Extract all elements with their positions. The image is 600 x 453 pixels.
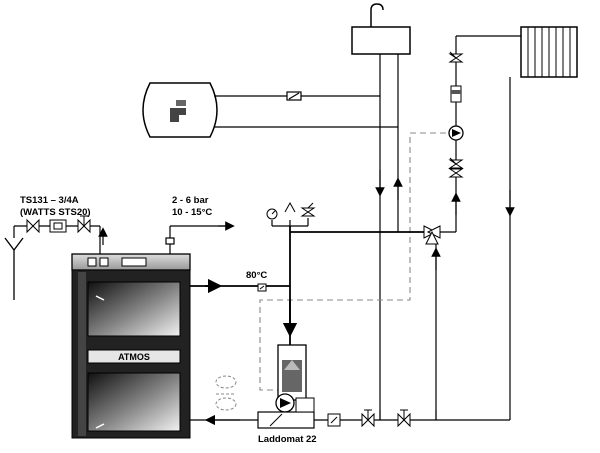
radiator-valve-top — [448, 51, 464, 63]
laddomat-unit — [257, 344, 315, 429]
tank-connection-pipes — [214, 91, 398, 128]
thermal-valve-2 — [77, 215, 91, 234]
cold-water-inlet — [165, 221, 235, 254]
valve-model-alt-label: (WATTS STS20) — [20, 207, 91, 218]
radiator-filter — [450, 85, 462, 103]
supply-thermometer — [257, 283, 267, 292]
expansion-tank — [351, 3, 411, 55]
valve-model-label: TS131 – 3/4A — [20, 195, 79, 206]
drain-funnel — [4, 237, 24, 300]
supply-temp-label: 80°C — [246, 270, 267, 281]
radiator-valve-lower — [448, 168, 464, 178]
water-heater-tank — [142, 82, 218, 138]
sensor-dashed-line — [259, 132, 446, 391]
safety-valve — [290, 202, 316, 227]
boiler — [71, 253, 191, 439]
return-valve-1 — [361, 409, 375, 428]
return-check-valve — [327, 413, 341, 427]
air-vent — [284, 201, 296, 226]
three-way-valve — [423, 225, 441, 245]
pump-unit-label: Laddomat 22 — [258, 434, 317, 445]
thermal-valve-filter — [49, 219, 67, 233]
boiler-brand-label: ATMOS — [118, 352, 150, 362]
temperature-label: 10 - 15°C — [172, 207, 212, 218]
radiator — [520, 26, 578, 78]
return-valve-2 — [397, 409, 411, 428]
radiator-valve-mid — [448, 157, 464, 169]
main-supply-pipes — [262, 226, 426, 345]
pressure-gauge — [266, 208, 290, 227]
circulation-pump — [448, 125, 464, 141]
optional-valve-dashed — [215, 375, 237, 411]
return-line — [187, 410, 510, 426]
pressure-label: 2 - 6 bar — [172, 195, 209, 206]
radiator-circuit — [432, 35, 521, 420]
thermal-valve-1 — [26, 218, 40, 234]
